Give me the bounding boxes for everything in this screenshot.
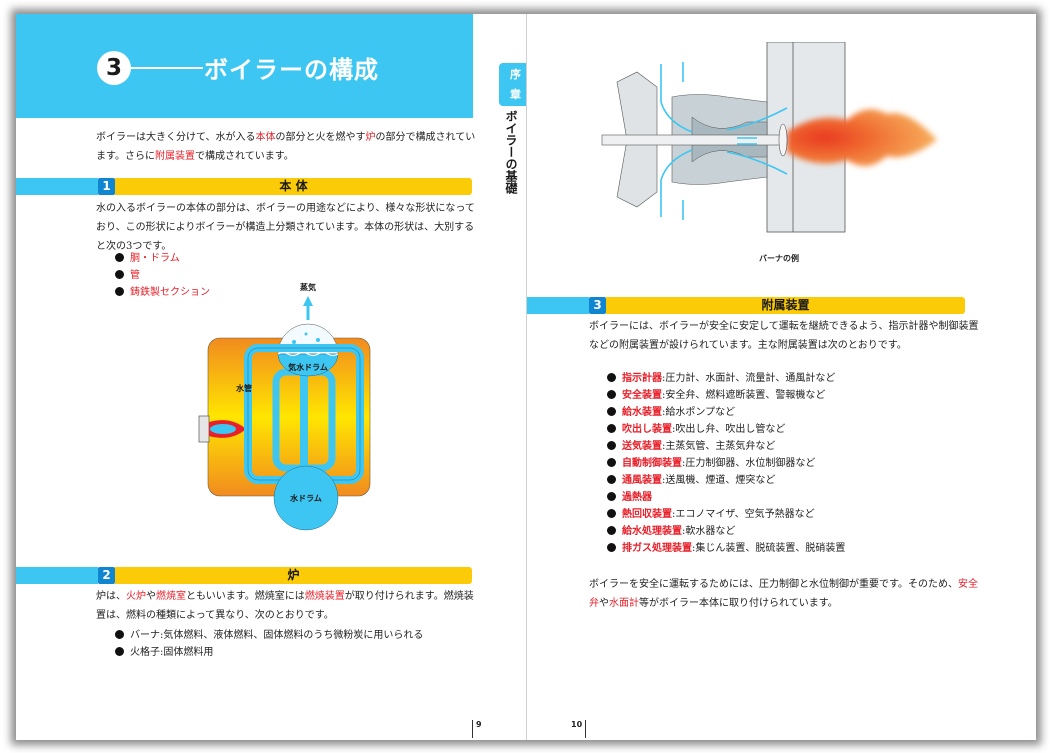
left-page: 3 ボイラーの構成 ボイラーは大きく分けて、水が入る本体の部分と火を燃やす炉の部… [16,14,526,740]
chapter-header-band: 3 ボイラーの構成 [16,14,473,118]
intro-highlight-fuzoku: 附属装置 [155,151,195,162]
closing-paragraph: ボイラーを安全に運転するためには、圧力制御と水位制御が重要です。そのため、安全弁… [589,579,978,609]
intro-text: ボイラーは大きく分けて、水が入る [96,132,256,143]
bullet-icon [115,270,124,279]
burner-port [198,415,210,443]
section-header-1: 1 本 体 [16,178,472,195]
list-item: 通風装置:送風機、煙道、煙突など [607,472,845,489]
intro-highlight-ro: 炉 [365,132,376,143]
section-accent-strip [16,178,98,195]
section-accent-strip [527,297,589,314]
section3-body: ボイラーには、ボイラーが安全に安定して運転を継続できるよう、指示計器や制御装置な… [589,321,979,351]
list-item: 過熱器 [607,489,845,506]
bullet-icon [607,390,616,399]
book-spread: 3 ボイラーの構成 ボイラーは大きく分けて、水が入る本体の部分と火を燃やす炉の部… [16,14,1036,740]
burner-diagram [601,42,937,233]
page-number: 10 [571,720,583,729]
intro-text: の部分で構成されています。さらに [96,132,476,162]
bullet-icon [607,526,616,535]
section-title: 附属装置 [606,297,965,314]
list-item: 排ガス処理装置:集じん装置、脱硫装置、脱硝装置 [607,540,845,557]
list-item: バーナ:気体燃料、液体燃料、固体燃料のうち微粉炭に用いられる [115,627,423,644]
figure-caption: バーナの例 [759,254,799,263]
bullet-icon [607,441,616,450]
section-number-badge: 3 [589,297,606,314]
section-header-2: 2 炉 [16,567,472,584]
list-item: 給水処理装置:軟水器など [607,523,845,540]
body-type-list: 胴・ドラム 管 鋳鉄製セクション [115,250,210,301]
water-drum-label: 水ドラム [289,493,322,503]
list-item: 火格子:固体燃料用 [115,644,423,661]
list-item: 安全装置:安全弁、燃料遮断装置、警報機など [607,387,845,404]
section-number-badge: 2 [98,567,115,584]
list-item: 胴・ドラム [115,250,210,267]
chapter-number-badge: 3 [97,51,131,85]
list-item: 自動制御装置:圧力制御器、水位制御器など [607,455,845,472]
list-item: 指示計器:圧力計、水面計、流量計、通風計など [607,370,845,387]
bullet-icon [607,407,616,416]
intro-paragraph: ボイラーは大きく分けて、水が入る本体の部分と火を燃やす炉の部分で構成されています… [96,128,476,166]
chapter-vertical-title: ボイラーの基礎 [504,110,518,194]
page-number-rule [585,720,586,738]
intro-highlight-honntai: 本体 [255,132,276,143]
list-item: 吹出し装置:吹出し弁、吹出し管など [607,421,845,438]
list-item: 鋳鉄製セクション [115,284,210,301]
steam-water-drum-label: 気水ドラム [288,362,328,372]
section-title: 本 体 [115,178,472,195]
right-page: バーナの例 3 附属装置 ボイラーには、ボイラーが安全に安定して運転を継続できる… [526,14,1036,740]
combustion-device-list: バーナ:気体燃料、液体燃料、固体燃料のうち微粉炭に用いられる 火格子:固体燃料用 [115,627,423,661]
bullet-icon [115,287,124,296]
steam-label: 蒸気 [300,282,316,292]
air-flow-arrows [660,62,788,220]
bullet-icon [607,543,616,552]
bullet-icon [607,475,616,484]
bullet-icon [115,253,124,262]
section-number-badge: 1 [98,178,115,195]
steam-arrow-icon [303,296,313,306]
bullet-icon [607,373,616,382]
list-item: 給水装置:給水ポンプなど [607,404,845,421]
bullet-icon [607,458,616,467]
page-number: 9 [476,720,482,729]
section2-body: 炉は、火炉や燃焼室ともいいます。燃焼室には燃焼装置が取り付けられます。燃焼装置は… [96,591,474,621]
boiler-structure-diagram: 気水ドラム 水ドラム 水管 蒸気 [198,282,371,531]
bullet-icon [115,630,124,639]
chapter-title: ボイラーの構成 [204,56,379,84]
steam-water-drum [277,353,339,377]
page-number-rule [472,720,473,738]
section-header-3: 3 附属装置 [527,297,965,314]
flame-icon [787,109,937,167]
bullet-icon [607,424,616,433]
list-item: 管 [115,267,210,284]
intro-text: の部分と火を燃やす [275,132,366,143]
accessory-list: 指示計器:圧力計、水面計、流量計、通風計など 安全装置:安全弁、燃料遮断装置、警… [607,370,845,557]
water-tube-label: 水管 [235,383,252,393]
bullet-icon [607,492,616,501]
bullet-icon [115,647,124,656]
list-item: 送気装置:主蒸気管、主蒸気弁など [607,438,845,455]
water-drum [273,465,339,531]
center-water-tube [300,368,308,472]
list-item: 熱回収装置:エコノマイザ、空気予熱器など [607,506,845,523]
burner-tip [778,123,788,157]
chapter-divider-line [131,67,203,69]
section-title: 炉 [115,567,472,584]
burner-lance [601,134,788,146]
section1-body: 水の入るボイラーの本体の部分は、ボイラーの用途などにより、様々な形状になっており… [96,203,475,252]
intro-text: で構成されています。 [195,151,294,162]
section-accent-strip [16,567,98,584]
bullet-icon [607,509,616,518]
